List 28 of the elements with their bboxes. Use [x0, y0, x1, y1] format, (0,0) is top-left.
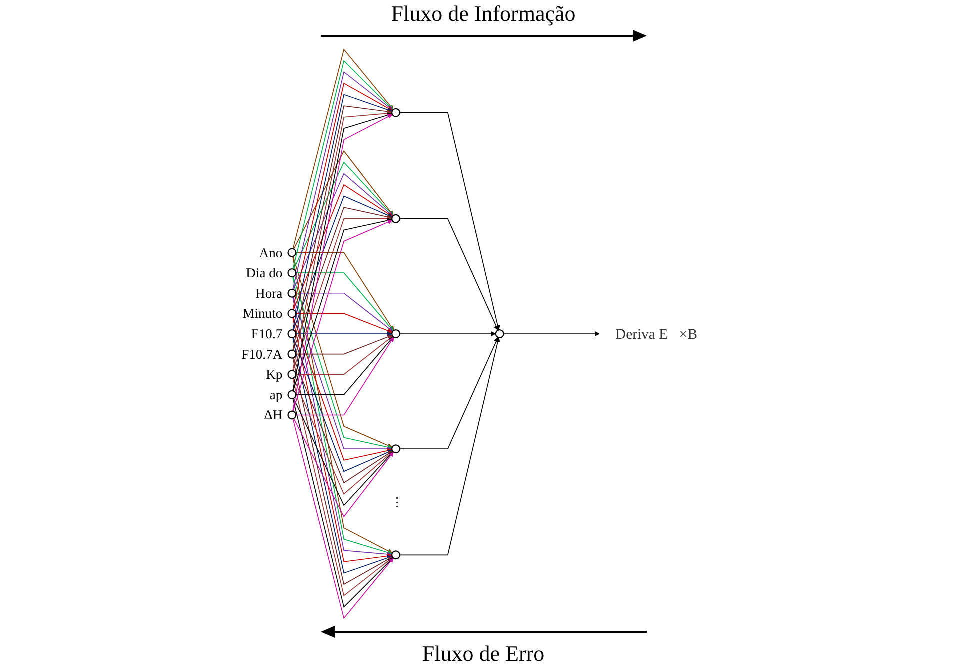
neuron-circle	[288, 390, 298, 400]
neuron-circle	[392, 329, 401, 339]
neuron-circle	[392, 444, 401, 454]
neuron-circle	[288, 309, 298, 318]
input-label: ap	[270, 387, 283, 402]
ellipsis-label: ⋮	[391, 496, 404, 510]
neuron-circle	[392, 550, 401, 560]
input-label: Kp	[266, 367, 283, 382]
input-label: Ano	[260, 245, 283, 260]
flow-label: Fluxo de Erro	[422, 640, 545, 668]
neuron-circle	[288, 370, 298, 380]
output-label: Deriva E⃗×B⃗	[616, 326, 710, 342]
flow-label: Fluxo de Informação	[391, 0, 576, 28]
input-label: ΔH	[264, 408, 283, 423]
neuron-circle	[288, 288, 298, 298]
neuron-circle	[288, 410, 298, 420]
neuron-circle	[392, 214, 401, 224]
input-label: F10.7A	[242, 346, 283, 362]
neuron-circle	[392, 108, 401, 118]
neuron-circle	[288, 350, 298, 359]
input-label: Minuto	[243, 306, 283, 322]
neuron-circle	[288, 268, 298, 278]
input-label: Hora	[256, 286, 283, 301]
input-label: Dia do	[246, 266, 283, 281]
neuron-circle	[288, 248, 298, 258]
neuron-circle	[496, 329, 505, 339]
neuron-circle	[288, 329, 298, 339]
input-label: F10.7	[252, 326, 283, 342]
